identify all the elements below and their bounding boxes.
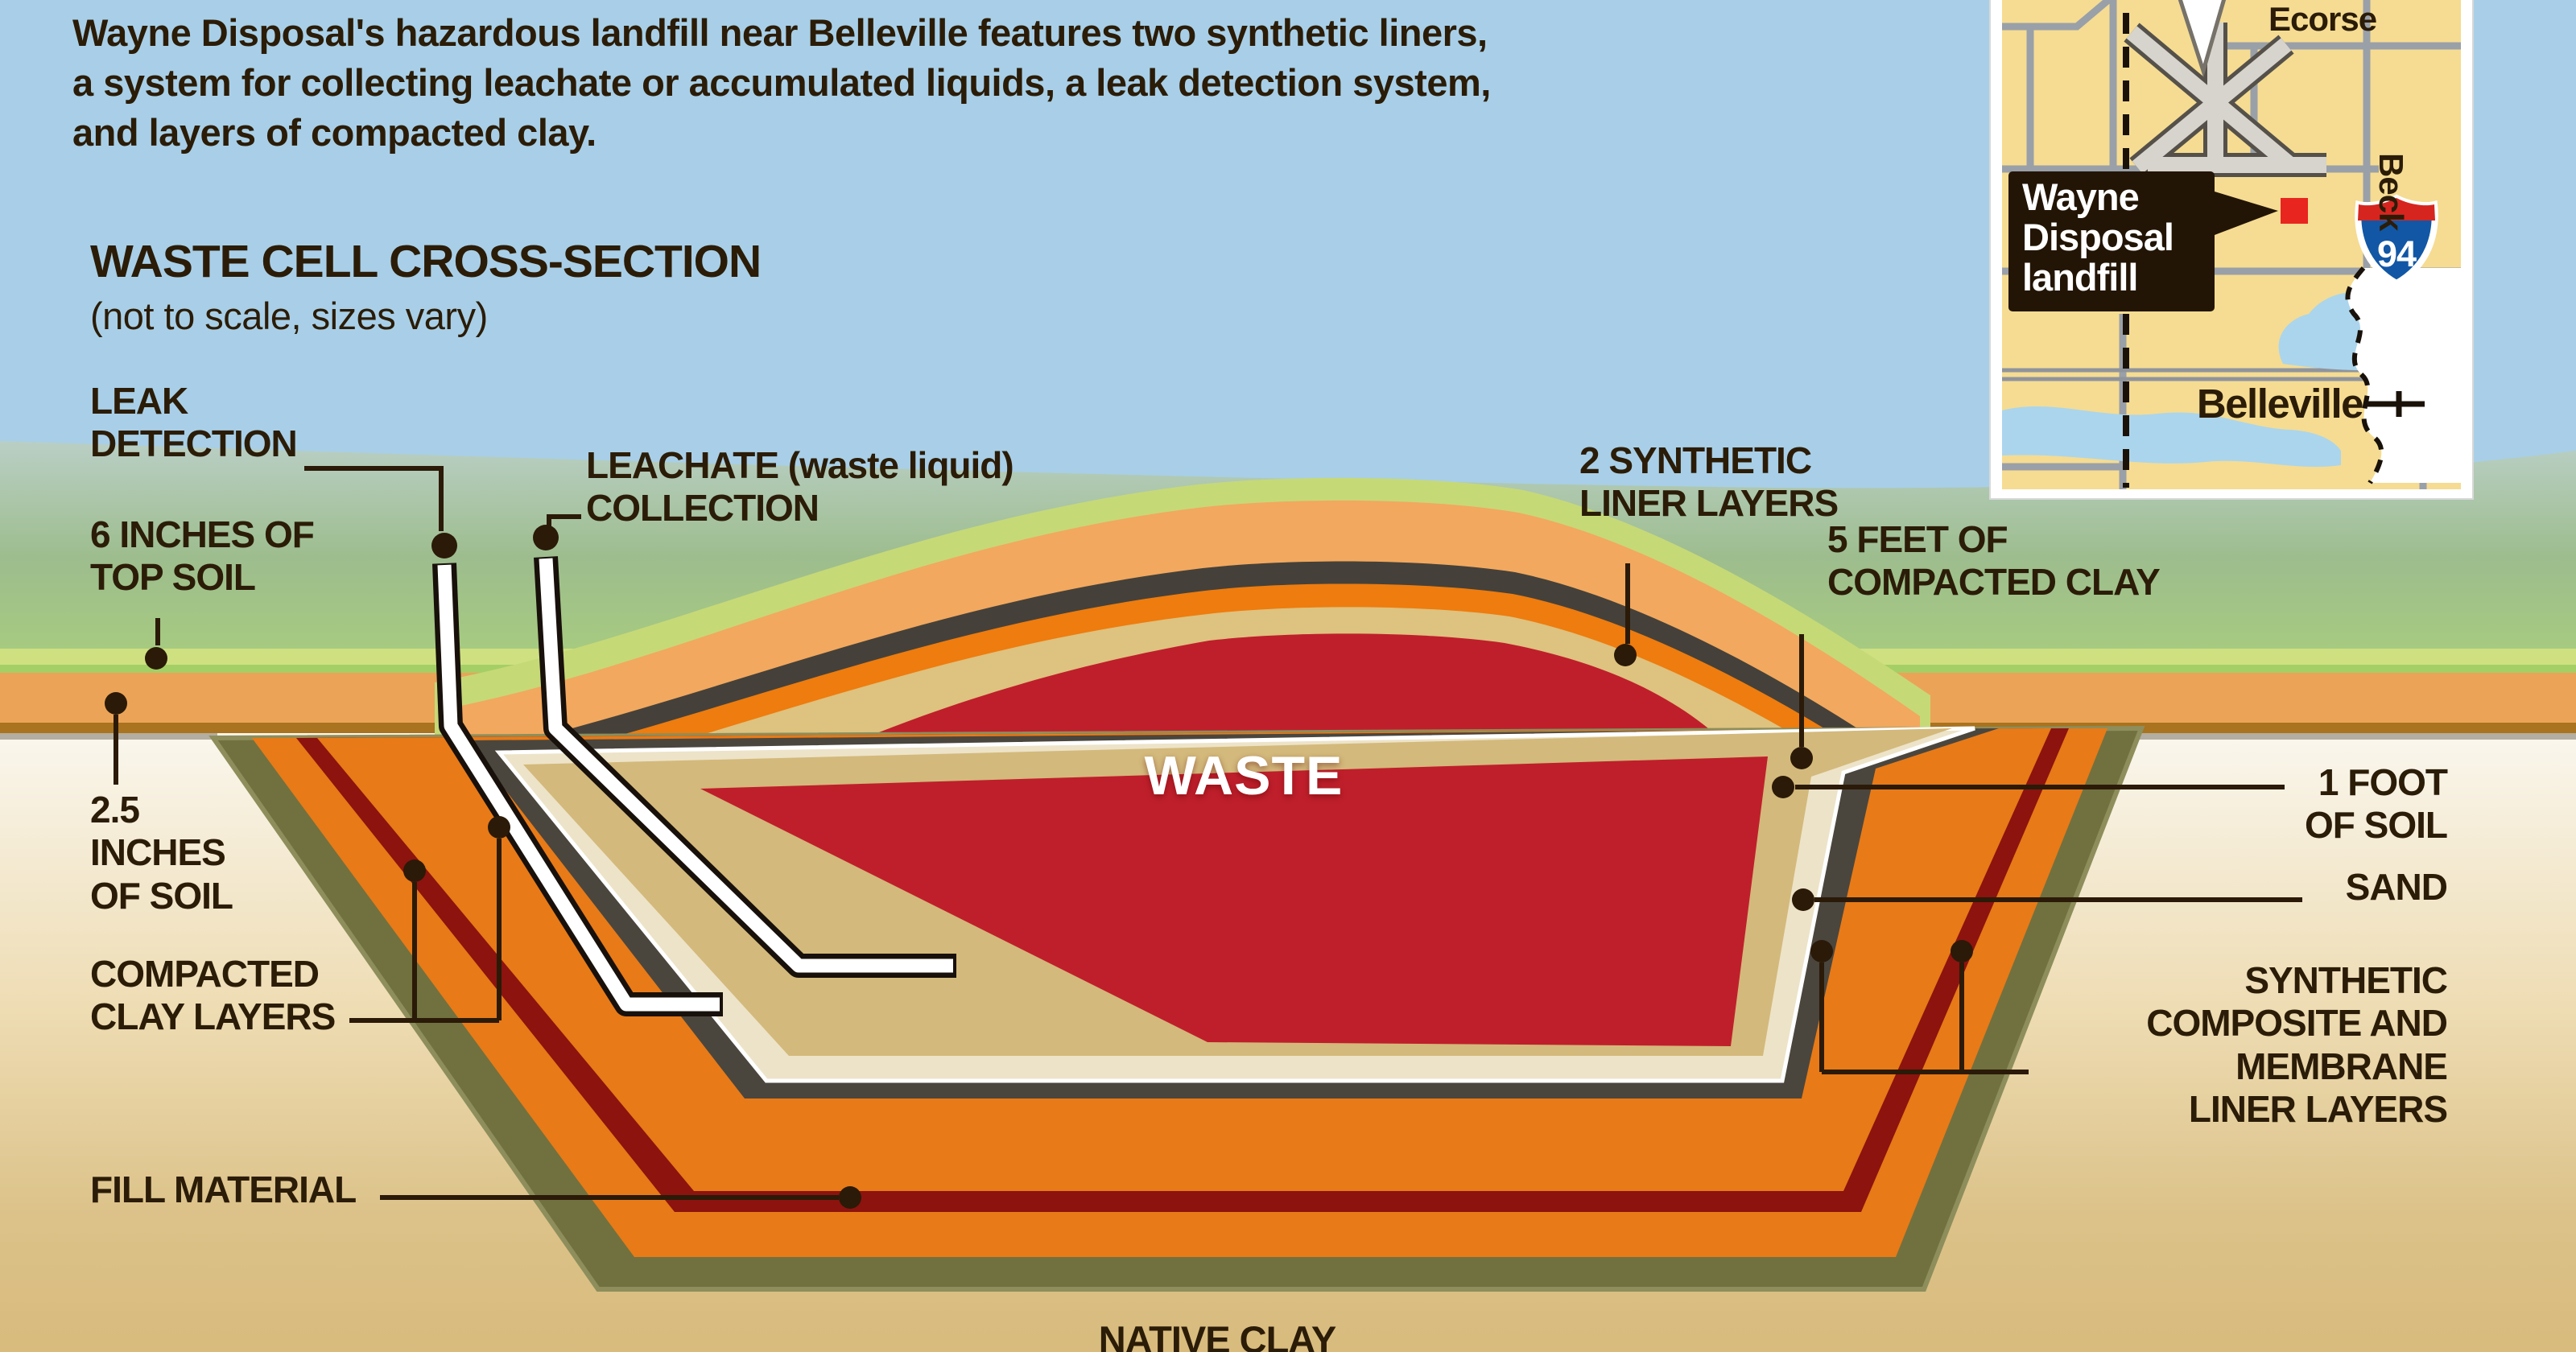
map-airport (2124, 23, 2326, 177)
page-title: WASTE CELL CROSS-SECTION (90, 236, 762, 287)
page-subtitle: (not to scale, sizes vary) (90, 295, 488, 337)
label-native-clay: NATIVE CLAY (1098, 1318, 1337, 1352)
label-2-synthetic-liner-layers: 2 SYNTHETIC LINER LAYERS (1579, 439, 1839, 525)
map-river (2002, 406, 2341, 468)
intro-paragraph: Wayne Disposal's hazardous landfill near… (72, 8, 1491, 158)
map-callout-pointer (2215, 192, 2278, 235)
intro-line: and layers of compacted clay. (72, 111, 597, 154)
label-top-soil: 6 INCHES OF TOP SOIL (90, 513, 315, 599)
label-sand: SAND (2345, 866, 2448, 908)
label-5-feet-compacted-clay: 5 FEET OF COMPACTED CLAY (1827, 518, 2161, 604)
interstate-94-shield-icon (2355, 194, 2438, 287)
map-city-tick (2367, 391, 2425, 417)
cut-shadow-left (0, 733, 217, 740)
map-site-marker (2281, 198, 2308, 224)
intro-line: Wayne Disposal's hazardous landfill near… (72, 11, 1488, 54)
leachate-collection-pipe (534, 556, 956, 978)
label-compacted-clay-layers: COMPACTED CLAY LAYERS (90, 953, 336, 1038)
label-1-foot-of-soil: 1 FOOT OF SOIL (2305, 761, 2448, 847)
map-callout-label: Wayne Disposal landfill (2022, 175, 2174, 299)
map-road-label-beck: Beck (2372, 153, 2410, 231)
leak-detection-pipe (432, 563, 723, 1016)
label-leak-detection: LEAK DETECTION (90, 380, 298, 465)
label-soil-2-5-inches: 2.5 INCHES OF SOIL (90, 789, 233, 917)
leachate-wellhead (533, 525, 559, 550)
leader-dots (105, 644, 1973, 1209)
leak-detection-wellhead (431, 533, 457, 559)
locator-map (1989, 0, 2474, 500)
interstate-94-number: 94 (2376, 233, 2417, 274)
map-lake-white (2347, 268, 2461, 483)
intro-line: a system for collecting leachate or accu… (72, 61, 1491, 104)
map-pointer-arrow-icon (2178, 0, 2227, 78)
map-city-label: Belleville (2196, 381, 2364, 427)
map-township-boundary (2345, 266, 2384, 484)
waste-body (700, 756, 1768, 1046)
leader-lines (114, 466, 2302, 1200)
label-waste: WASTE (1144, 745, 1344, 806)
label-leachate-collection: LEACHATE (waste liquid) COLLECTION (586, 444, 1014, 530)
label-fill-material: FILL MATERIAL (90, 1169, 357, 1210)
map-road-label-ecorse: Ecorse (2268, 0, 2377, 38)
cut-shadow-right (2137, 733, 2576, 740)
map-callout-box (2008, 171, 2215, 311)
label-synthetic-composite-membrane: SYNTHETIC COMPOSITE AND MEMBRANE LINER L… (2146, 959, 2448, 1131)
